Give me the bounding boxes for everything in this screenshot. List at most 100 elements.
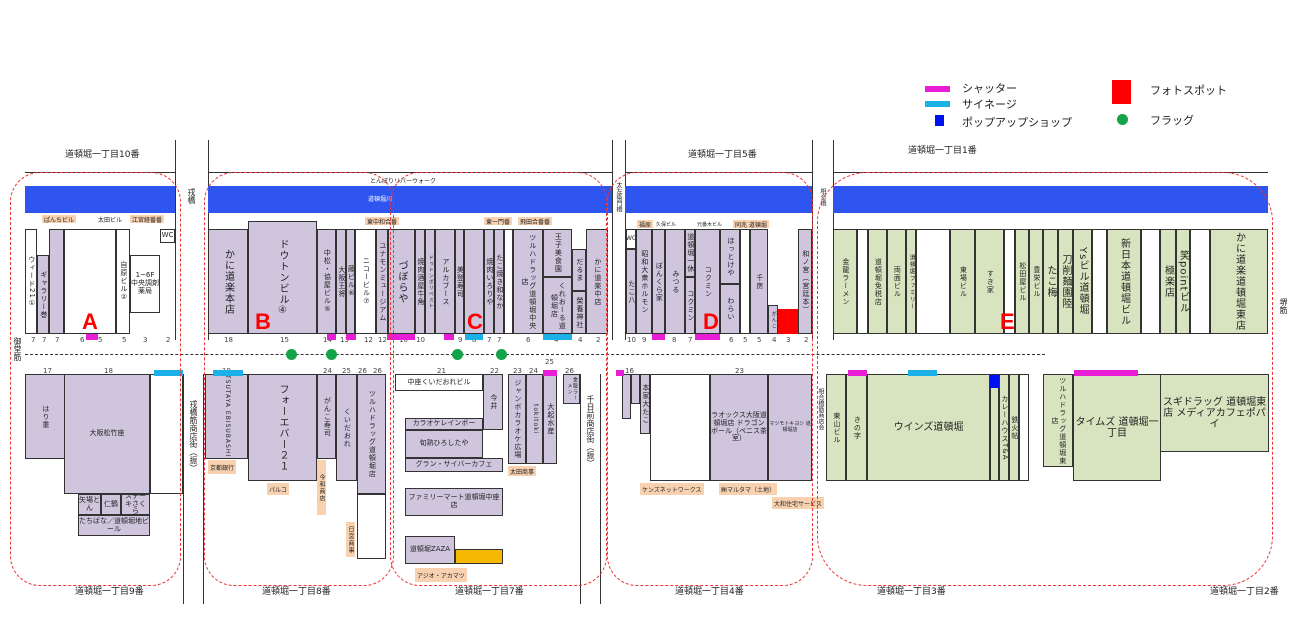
- shop-unamon-museum[interactable]: ユナモンミュージアム: [376, 229, 388, 334]
- restroom[interactable]: WC: [160, 229, 175, 243]
- shop-ys-building[interactable]: Ysビル道頓堀: [1073, 229, 1092, 334]
- shop-kinryu-ramen[interactable]: 金龍ラーメン: [833, 229, 857, 334]
- shop-tsuruha-chuo[interactable]: ツルハドラッグ道頓堀中央店: [513, 229, 543, 334]
- shop-jumbo-karaoke[interactable]: ジャンボカラオケ広場: [508, 374, 526, 464]
- shop-doutonbori-family[interactable]: 道頓堀ファミリー: [906, 229, 916, 334]
- shop-kokumin[interactable]: コクミン: [685, 277, 695, 334]
- shop-daruma[interactable]: だるま: [572, 249, 586, 291]
- shop-popup-site[interactable]: [990, 374, 999, 481]
- popup-marker[interactable]: [990, 375, 999, 388]
- shop-shochikuza[interactable]: 大阪松竹座: [64, 374, 150, 494]
- shop-tekka[interactable]: 鉄火帖: [1009, 374, 1019, 481]
- shop-times[interactable]: タイムズ 道頓堀一丁目: [1073, 374, 1161, 481]
- shop-gallery[interactable]: ギャラリー巻: [37, 255, 49, 334]
- shop-sugi-drug[interactable]: スギドラッグ 道頓堀東店 メディアカフェポパイ: [1160, 374, 1269, 452]
- shop-takohachi[interactable]: たこ八: [626, 249, 636, 334]
- flag-marker[interactable]: [452, 349, 463, 360]
- shop-doutonbori-best[interactable]: ドゥトンボリベスト: [425, 229, 435, 334]
- shop-ryomen-building[interactable]: 両面ビル: [887, 229, 906, 334]
- shop-hottokeya[interactable]: ほっとけや: [720, 229, 740, 284]
- popup-area[interactable]: [455, 549, 503, 564]
- shop-gyukaku[interactable]: 焼肉酒屋牛角: [415, 229, 425, 334]
- shop-honke-otako[interactable]: 本家大たこ: [640, 374, 650, 434]
- shop-weed21[interactable]: ウィード21①: [25, 229, 37, 334]
- shop-menzei[interactable]: 道頓堀免税店: [868, 229, 887, 334]
- shop-block10-mixed[interactable]: [64, 229, 116, 334]
- shop-wanomiya[interactable]: 和ノ宮（宮廷本）: [798, 229, 812, 334]
- bottom-tag: ㈱マルタマ（土地）: [719, 483, 778, 495]
- shop-gokuraku[interactable]: 極楽店: [1160, 229, 1176, 334]
- shop-nakaza-building[interactable]: 中座くいだおれビル: [395, 374, 483, 391]
- shop-bonkuraya[interactable]: ぼんくら家: [652, 229, 665, 334]
- shop-hoei-building[interactable]: 豊栄ビル: [1029, 229, 1043, 334]
- shop-yabaton[interactable]: 矢場とん: [78, 494, 101, 515]
- photospot-marker[interactable]: [778, 309, 798, 334]
- shop-tsutaya[interactable]: TSUTAYA EBISUBASHI: [205, 374, 248, 459]
- shop-tachibana[interactable]: たちばな／道頓堀地ビール: [78, 515, 150, 536]
- shop-douton-building[interactable]: ドウトンビル④: [248, 221, 317, 334]
- shop-osaka-osho[interactable]: 大阪王将: [336, 229, 346, 334]
- restroom[interactable]: WC: [626, 229, 636, 249]
- shop-shinsen[interactable]: 旬熟ひろしたや: [405, 430, 483, 458]
- shop-unnamed[interactable]: [464, 229, 484, 334]
- divider: [580, 374, 581, 604]
- shop-chuo-pharmacy[interactable]: 1~6F 中央調剤薬局: [130, 255, 160, 313]
- shop-ikkyu[interactable]: 道頓堀一休: [685, 229, 695, 277]
- shop-forever21[interactable]: フォーエバー２１: [248, 374, 317, 481]
- shop-block10-small[interactable]: [49, 229, 64, 334]
- shop-sukiya[interactable]: すき家: [975, 229, 1004, 334]
- shop-tokitoki[interactable]: tokitoki: [526, 374, 543, 464]
- shop-jiyu-building[interactable]: 自原ビル②: [116, 229, 130, 334]
- shop-showa-horumon[interactable]: 昭和大衆ホルモン: [636, 229, 652, 334]
- shop-creo-ru[interactable]: くれおーる道頓堀店: [543, 277, 572, 334]
- shop-laox[interactable]: ラオックス大阪道頓堀店 ドラゴンボール（ペニス茶室）: [710, 374, 768, 481]
- lot-number: 13: [340, 336, 349, 344]
- shop-mitsuru[interactable]: みつる: [665, 229, 685, 334]
- shop-smile-point-building[interactable]: 笑pointビル: [1176, 229, 1190, 334]
- flag-marker[interactable]: [286, 349, 297, 360]
- shop-wins-doutonbori[interactable]: ウインズ道頓堀: [867, 374, 990, 481]
- shop-matsukiyo[interactable]: マツモトキヨシ 道頓堀店: [768, 374, 812, 481]
- shop-chibo[interactable]: 千房: [750, 229, 768, 334]
- shop-nakamatsu-building[interactable]: 中松・協屋ビル⑤: [317, 229, 336, 334]
- shop-aruka-booth[interactable]: アルカブース: [435, 229, 455, 334]
- shop-kokumin-main[interactable]: コクミン: [695, 229, 720, 334]
- shop-toshomen[interactable]: 刀削麺園陸: [1058, 229, 1073, 334]
- shop-wanaka[interactable]: たこ焼き和なか: [494, 229, 504, 334]
- shop-gran-cyber-cafe[interactable]: グラン・サイバーカフェ: [405, 458, 503, 472]
- flag-marker[interactable]: [496, 349, 507, 360]
- shop-irori[interactable]: 焼肉いろりや: [484, 229, 494, 334]
- shop-shin-nihon-building[interactable]: 新日本道頓堀ビル: [1107, 229, 1141, 334]
- shop-imai[interactable]: 今井: [483, 374, 503, 430]
- shop-small[interactable]: [622, 374, 631, 419]
- shop-oji-bishokuen[interactable]: 王子美食園: [543, 229, 572, 277]
- flag-marker[interactable]: [326, 349, 337, 360]
- shop-curry-house[interactable]: カレーハウスT&A: [999, 374, 1009, 481]
- shop-kani-doraku-higashi[interactable]: かに道楽道頓堀東店: [1210, 229, 1268, 334]
- shop-zuboraya[interactable]: づぼらや: [388, 229, 415, 334]
- shop-higashiba-building[interactable]: 東場ビル: [950, 229, 975, 334]
- shop-kinoji[interactable]: きの字: [846, 374, 867, 481]
- shop-kinryu-ramen-2[interactable]: 金龍ラーメン: [563, 374, 580, 404]
- shop-warai[interactable]: わらい: [720, 284, 740, 334]
- shop-tsuruha-doutonbori[interactable]: ツルハドラッグ道頓堀店: [357, 374, 386, 494]
- legend-photospot-label: フォトスポット: [1150, 84, 1227, 97]
- shop-nikaku[interactable]: 仁鶴: [101, 494, 121, 515]
- shop-fuji-building[interactable]: 藤ビル⑥: [346, 229, 355, 334]
- shop-kani-doraku-honten[interactable]: かに道楽本店: [208, 229, 248, 334]
- shop-karaoke-rainbow[interactable]: カラオケレインボー: [405, 418, 483, 430]
- shop-kuidaore[interactable]: くいだおれ: [336, 374, 357, 481]
- shop-ganko[interactable]: がんこ: [768, 305, 778, 334]
- shop-small[interactable]: [631, 374, 640, 404]
- shop-matsudaya-building[interactable]: 松田屋ビル: [1015, 229, 1029, 334]
- shop-nikko-building[interactable]: ニコービル⑦: [355, 229, 376, 334]
- shop-tsuruha-higashi[interactable]: ツルハドラッグ道頓堀東店: [1043, 374, 1073, 467]
- shop-familymart[interactable]: ファミリーマート道頓堀中座店: [405, 488, 503, 516]
- shop-higashiyama-building[interactable]: 東山ビル: [826, 374, 846, 481]
- lot-number: 12: [378, 336, 387, 344]
- shop-mitoshi-sushi[interactable]: 美登寿司: [455, 229, 464, 334]
- shop-shrine[interactable]: 榮養神社: [572, 291, 586, 334]
- shop-steak-sakura[interactable]: ステーキさくら: [121, 494, 150, 515]
- shop-ganko-sushi[interactable]: がんこ寿司: [317, 374, 336, 459]
- shop-takoume[interactable]: たこ梅: [1043, 229, 1058, 334]
